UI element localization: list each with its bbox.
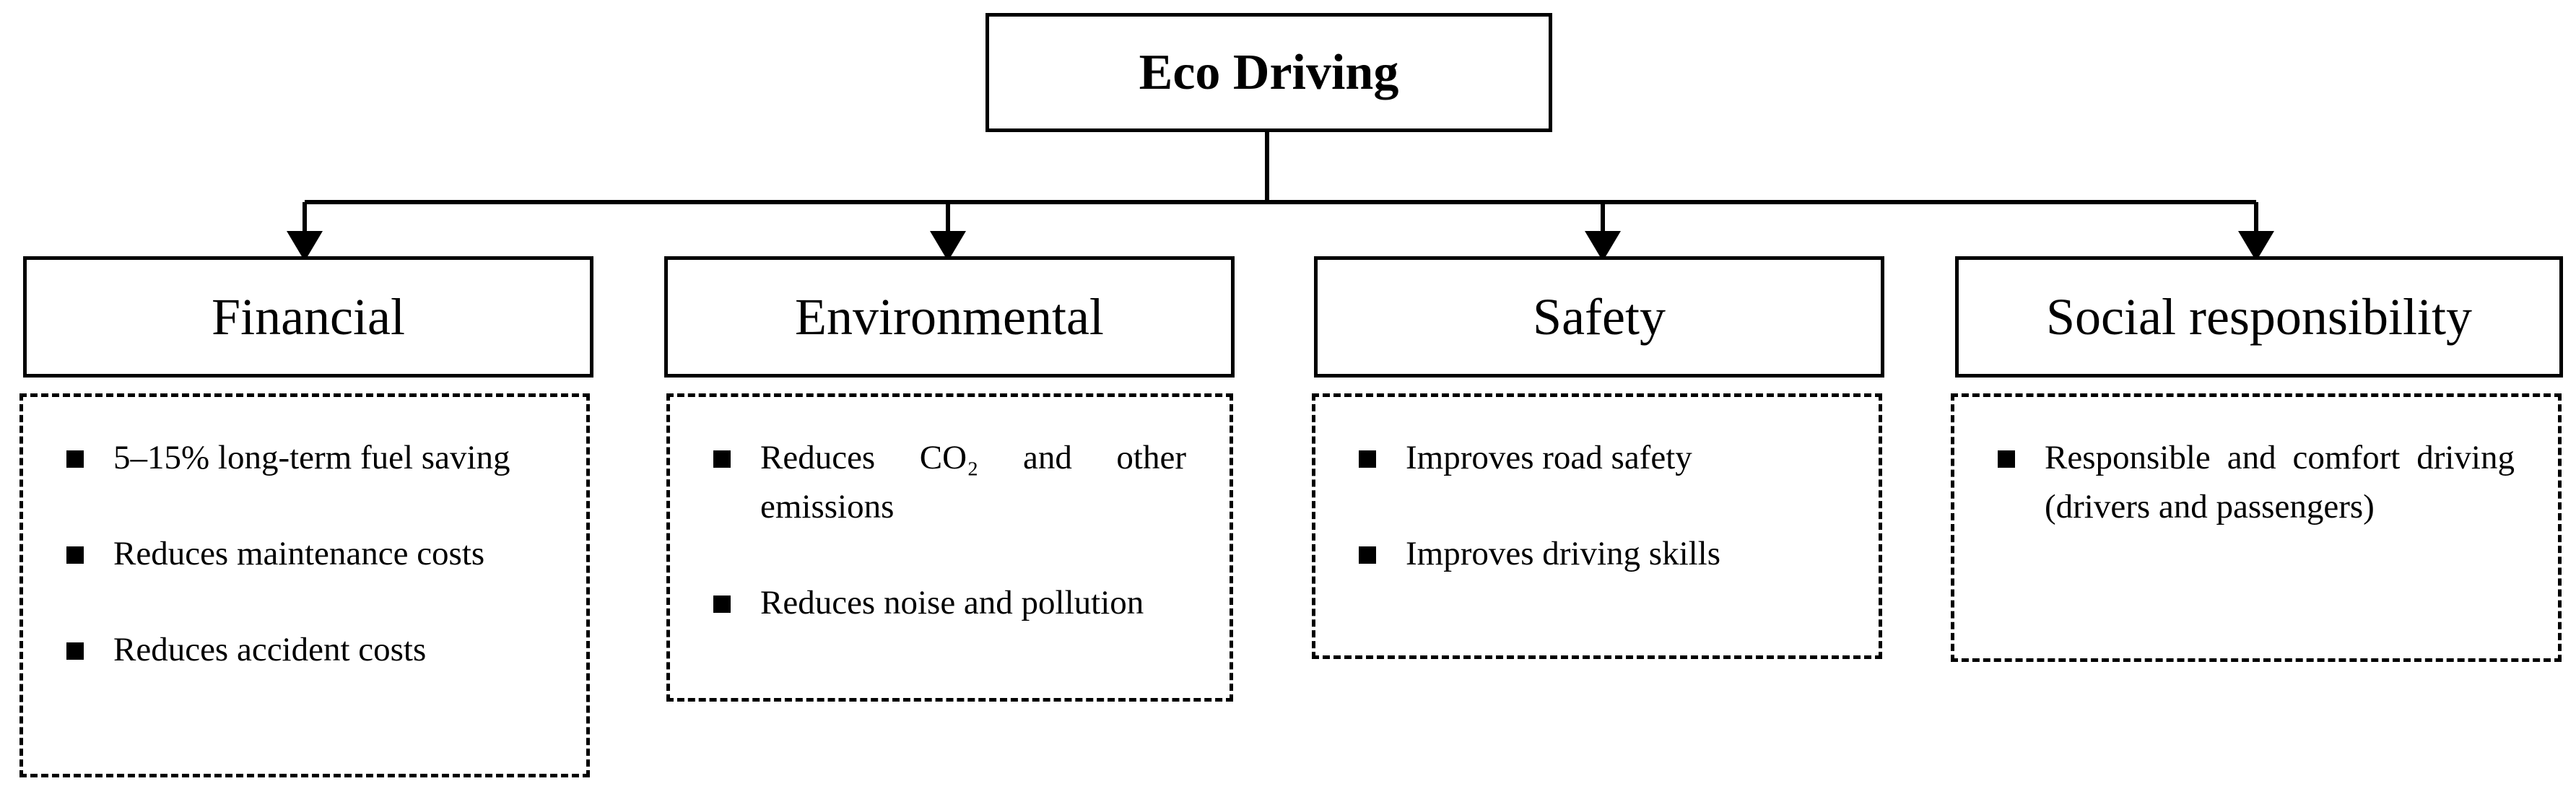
category-safety: Safety (1314, 256, 1884, 378)
detail-text: 5–15% long-term fuel saving (113, 439, 510, 476)
detail-text: Improves road safety (1406, 439, 1692, 476)
detail-item: Reduces maintenance costs (66, 529, 543, 578)
arrowhead-environmental (930, 231, 966, 261)
root-label: Eco Driving (1139, 44, 1399, 100)
detail-item: Reduces noise and pollution (713, 578, 1186, 627)
category-label-financial: Financial (212, 287, 405, 346)
detail-list-social-responsibility: Responsible and comfort driving (drivers… (1998, 433, 2515, 531)
detail-item: 5–15% long-term fuel saving (66, 433, 543, 482)
square-bullet-icon (66, 450, 84, 468)
square-bullet-icon (1998, 450, 2015, 468)
detail-text: Reduces accident costs (113, 631, 427, 668)
detail-text: Responsible and comfort driving (drivers… (2045, 439, 2515, 525)
arrowhead-social (2238, 231, 2274, 261)
details-safety: Improves road safety Improves driving sk… (1312, 393, 1882, 659)
detail-list-environmental: Reduces CO₂ and other emissions Reduces … (713, 433, 1186, 627)
category-label-social-responsibility: Social responsibility (2046, 287, 2472, 346)
detail-list-financial: 5–15% long-term fuel saving Reduces main… (66, 433, 543, 674)
root-node-eco-driving: Eco Driving (985, 13, 1552, 132)
category-financial: Financial (23, 256, 593, 378)
square-bullet-icon (1359, 450, 1376, 468)
detail-list-safety: Improves road safety Improves driving sk… (1359, 433, 1835, 578)
detail-text: Improves driving skills (1406, 535, 1721, 572)
detail-text: Reduces CO₂ and other emissions (760, 439, 1186, 525)
detail-text: Reduces noise and pollution (760, 584, 1144, 621)
detail-item: Improves driving skills (1359, 529, 1835, 578)
detail-item: Reduces accident costs (66, 625, 543, 674)
category-environmental: Environmental (664, 256, 1235, 378)
detail-text: Reduces maintenance costs (113, 535, 485, 572)
square-bullet-icon (713, 596, 731, 613)
category-label-environmental: Environmental (795, 287, 1104, 346)
details-social-responsibility: Responsible and comfort driving (drivers… (1951, 393, 2562, 662)
details-financial: 5–15% long-term fuel saving Reduces main… (19, 393, 590, 777)
square-bullet-icon (713, 450, 731, 468)
category-social-responsibility: Social responsibility (1955, 256, 2563, 378)
detail-item: Improves road safety (1359, 433, 1835, 482)
square-bullet-icon (1359, 546, 1376, 564)
square-bullet-icon (66, 642, 84, 660)
category-label-safety: Safety (1533, 287, 1666, 346)
details-environmental: Reduces CO₂ and other emissions Reduces … (666, 393, 1233, 702)
detail-item: Responsible and comfort driving (drivers… (1998, 433, 2515, 531)
square-bullet-icon (66, 546, 84, 564)
arrowhead-safety (1585, 231, 1621, 261)
arrowhead-financial (287, 231, 323, 261)
detail-item: Reduces CO₂ and other emissions (713, 433, 1186, 531)
